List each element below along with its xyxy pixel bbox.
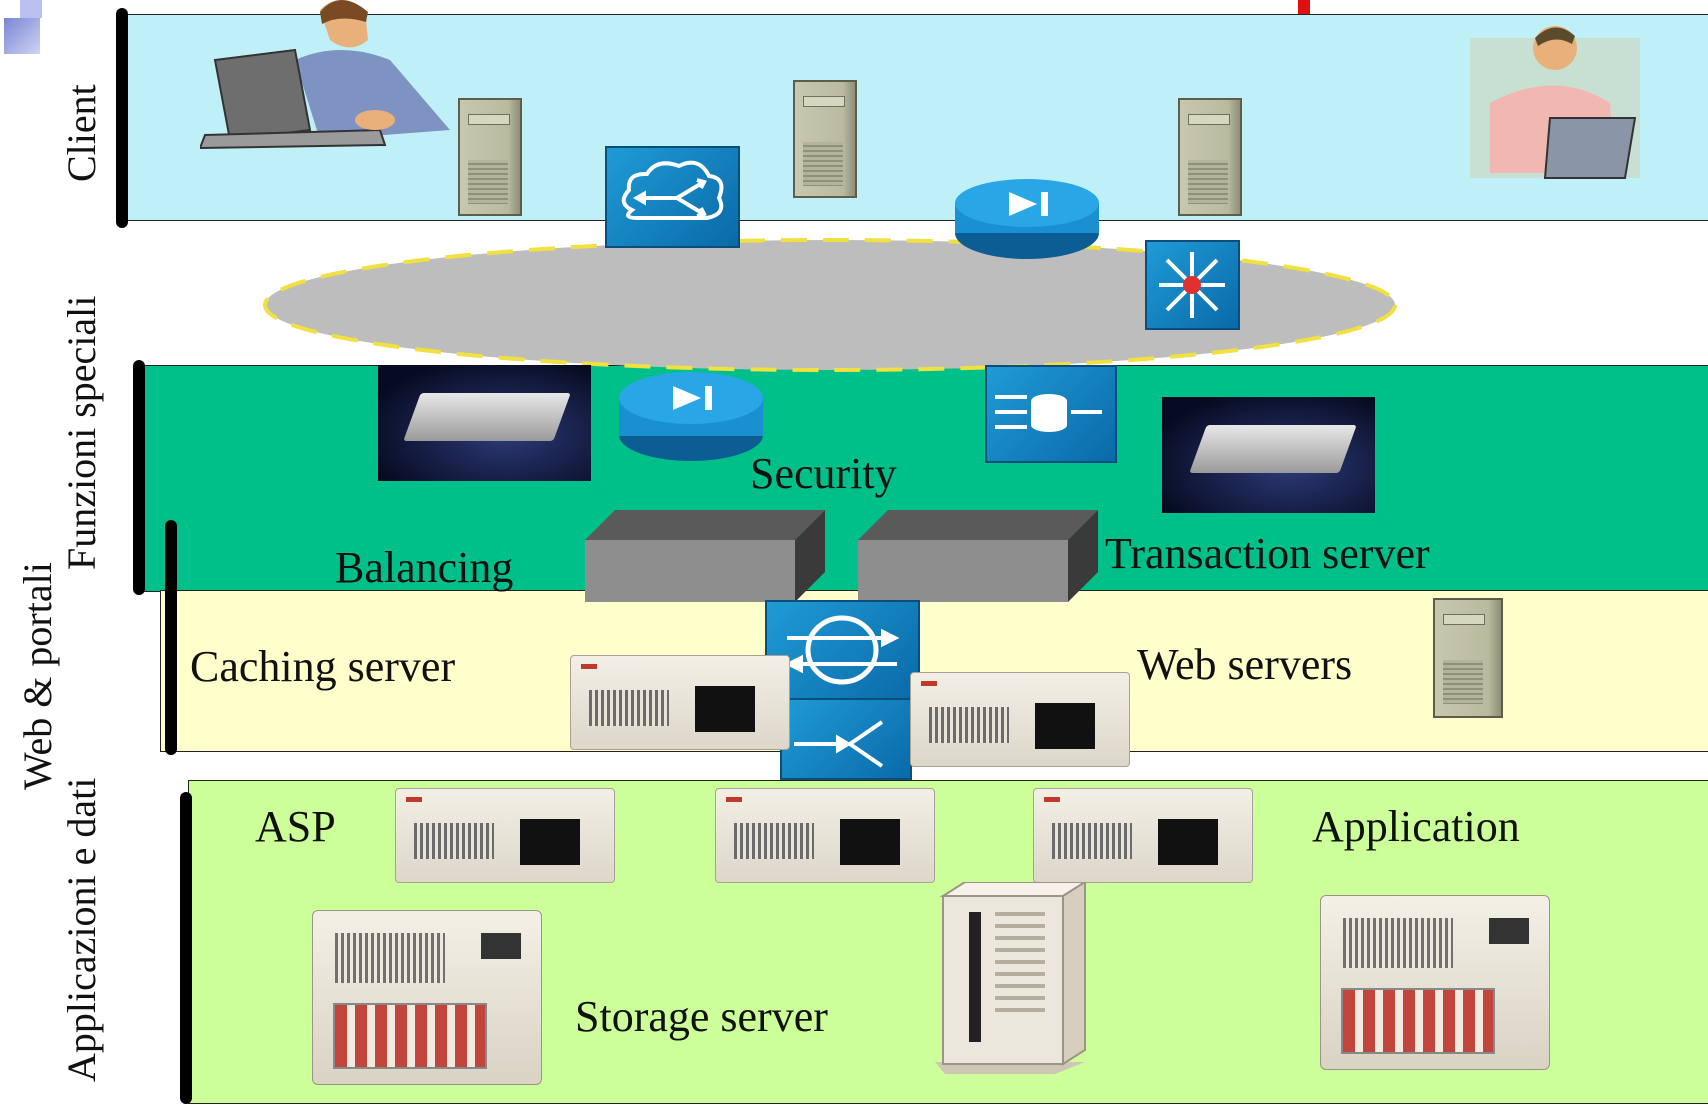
red-mark [1298, 0, 1310, 14]
tower-server-icon [1433, 598, 1503, 718]
rack-server-icon [1162, 397, 1375, 513]
user-laptop-icon [1470, 26, 1640, 179]
layer3-switch-icon [1145, 240, 1240, 330]
load-balancer-icon [585, 510, 825, 602]
storage-server-icon [312, 910, 542, 1085]
rack-server-icon [1033, 788, 1253, 883]
label-web-servers: Web servers [1137, 640, 1353, 689]
client-layer-bar [116, 8, 128, 228]
layer-label-client: Client [59, 84, 104, 182]
label-application: Application [1312, 802, 1520, 851]
label-security: Security [750, 449, 897, 498]
rack-server-icon [378, 365, 591, 481]
rack-server-icon [715, 788, 935, 883]
tower-server-icon [458, 98, 522, 216]
label-asp: ASP [255, 802, 336, 851]
apps-layer-bar [180, 792, 192, 1104]
rack-server-icon [395, 788, 615, 883]
layer-label-web: Web & portali [15, 562, 60, 790]
content-switch-icon [765, 600, 920, 700]
tower-server-icon [1178, 98, 1242, 216]
label-storage-server: Storage server [575, 992, 828, 1041]
rack-server-icon [570, 655, 790, 750]
load-balancer-icon [858, 510, 1098, 602]
storage-server-icon [935, 882, 1087, 1074]
special-layer-bar [133, 360, 145, 595]
transaction-icon [985, 365, 1117, 463]
special-functions-ellipse [263, 238, 1397, 372]
user-laptop-icon [200, 0, 450, 150]
layer-label-apps: Applicazioni e dati [59, 777, 104, 1082]
label-transaction-server: Transaction server [1105, 529, 1430, 578]
layer-label-special: Funzioni speciali [59, 295, 104, 570]
storage-server-icon [1320, 895, 1550, 1070]
router-cloud-icon [780, 698, 912, 780]
web-layer-bar [165, 520, 177, 755]
label-balancing: Balancing [335, 543, 514, 592]
tower-server-icon [793, 80, 857, 198]
firewall-icon [619, 372, 763, 461]
router-cloud-icon [605, 146, 740, 248]
firewall-icon [955, 179, 1099, 259]
corner-decoration [0, 0, 42, 58]
label-caching-server: Caching server [190, 642, 456, 691]
rack-server-icon [910, 672, 1130, 767]
